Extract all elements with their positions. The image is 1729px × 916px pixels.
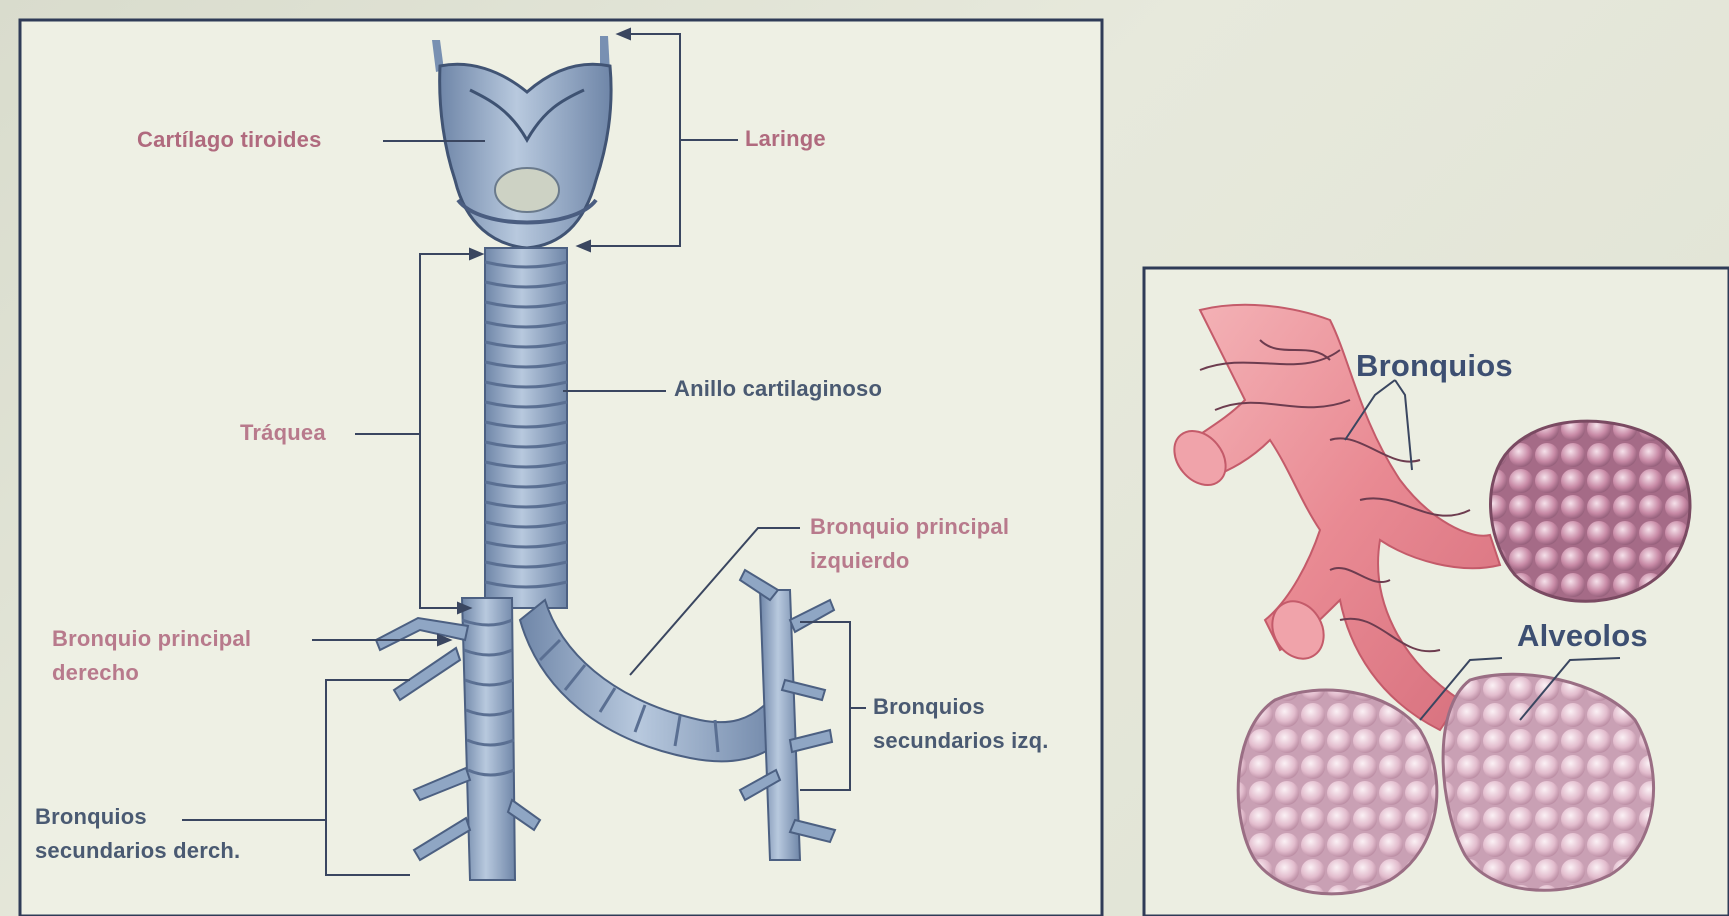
alveoli-cluster-lower-left [1238,690,1437,894]
label-bronquios-secundarios-izq-line1: Bronquios [873,690,1049,724]
label-bronquio-principal-derecho: Bronquio principal derecho [52,622,251,690]
label-bronquio-principal-derecho-line2: derecho [52,656,251,690]
label-traquea: Tráquea [240,420,326,446]
label-anillo-cartilaginoso: Anillo cartilaginoso [674,376,882,402]
label-bronquios-secundarios-derch-line2: secundarios derch. [35,834,240,868]
alveoli-cluster-upper-right [1491,421,1690,601]
label-alveolos: Alveolos [1517,618,1648,654]
label-bronquios-secundarios-derch-line1: Bronquios [35,800,240,834]
label-bronquio-principal-derecho-line1: Bronquio principal [52,622,251,656]
label-laringe: Laringe [745,126,826,152]
label-bronquios-secundarios-izq: Bronquios secundarios izq. [873,690,1049,758]
label-bronquios-secundarios-derch: Bronquios secundarios derch. [35,800,240,868]
label-bronquio-principal-izquierdo: Bronquio principal izquierdo [810,510,1009,578]
trachea-illustration [485,248,567,608]
label-bronquio-principal-izquierdo-line1: Bronquio principal [810,510,1009,544]
label-cartilago-tiroides: Cartílago tiroides [137,127,322,153]
alveoli-cluster-lower-right [1443,674,1653,890]
label-bronquio-principal-izquierdo-line2: izquierdo [810,544,1009,578]
label-bronquios-secundarios-izq-line2: secundarios izq. [873,724,1049,758]
label-bronquios: Bronquios [1356,348,1513,384]
